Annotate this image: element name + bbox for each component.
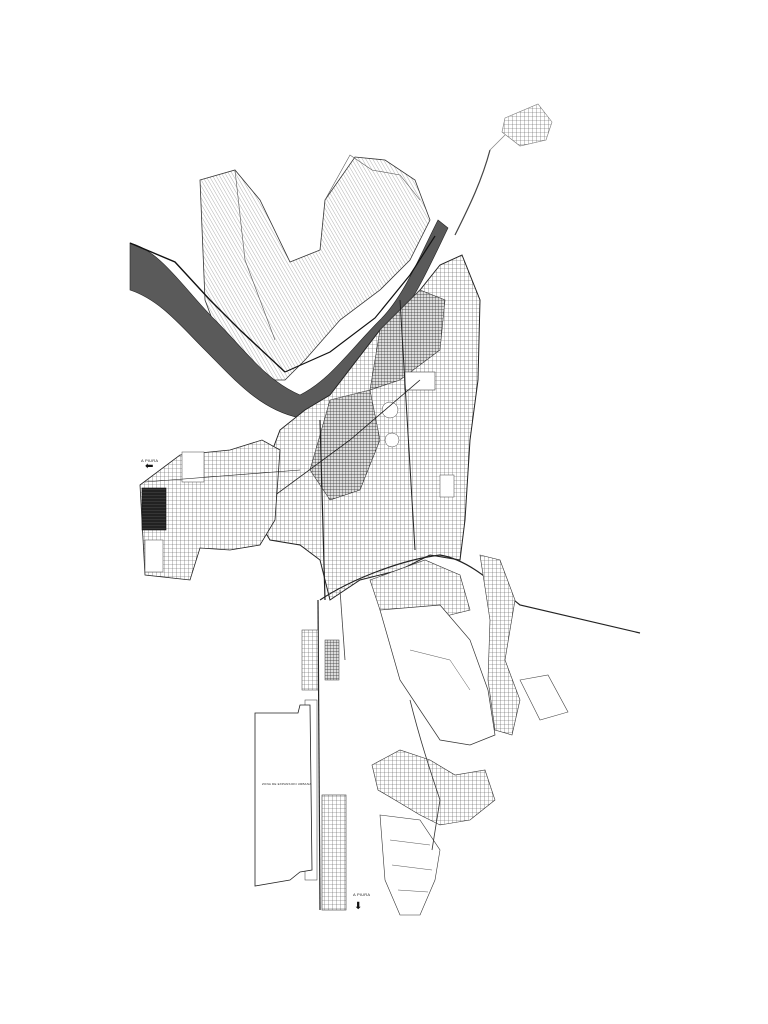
expansion-block-label: ZONA DE EXPANSION URBANA bbox=[262, 782, 312, 786]
south-parcels bbox=[371, 604, 496, 916]
ne-settlement bbox=[489, 103, 553, 151]
river bbox=[129, 219, 449, 419]
south-exit-label: A PIURA bbox=[353, 892, 371, 897]
urban-core bbox=[254, 254, 481, 601]
western-district bbox=[139, 439, 301, 581]
southeast-district bbox=[369, 554, 569, 736]
expansion-block bbox=[254, 704, 313, 887]
west-exit-label: A PIURA bbox=[141, 458, 159, 463]
road-north bbox=[454, 149, 491, 236]
arrow-left-icon: ⬅ bbox=[145, 461, 154, 472]
arrow-down-icon: ⬇ bbox=[354, 901, 363, 912]
